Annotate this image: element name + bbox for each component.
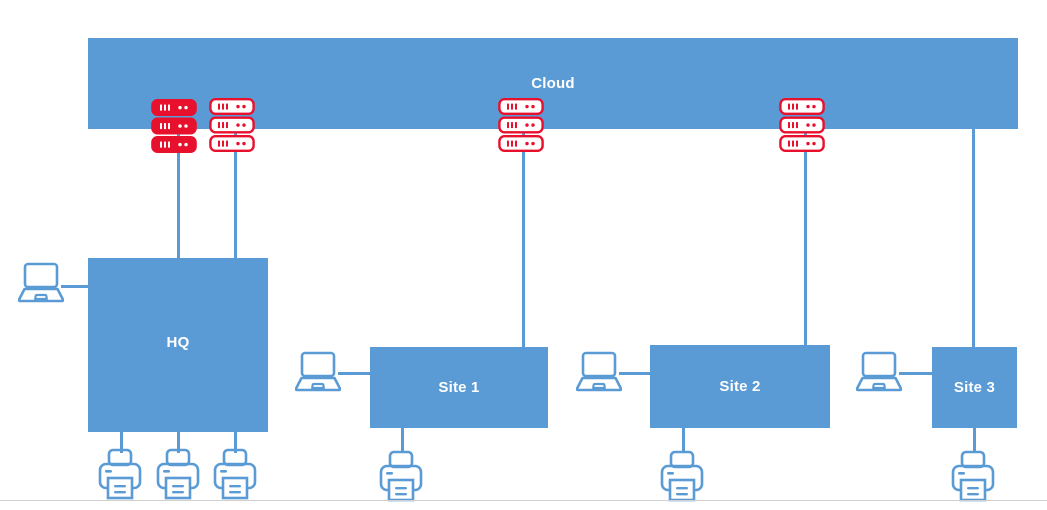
node-label-site3: Site 3 (953, 379, 996, 396)
printer-icon[interactable] (97, 448, 143, 500)
bottom-divider (0, 500, 1047, 501)
laptop-icon[interactable] (18, 261, 64, 303)
node-hq[interactable]: HQ (88, 258, 268, 432)
link-hq-printer-3 (234, 431, 237, 453)
link-hq-printer-1 (120, 431, 123, 453)
link-cloud-site1 (522, 129, 525, 348)
laptop-icon[interactable] (295, 350, 341, 392)
server-stack-outlined[interactable] (498, 98, 544, 153)
node-label-site1: Site 1 (438, 379, 480, 396)
printer-icon[interactable] (659, 450, 705, 502)
link-hq-printer-2 (177, 431, 180, 453)
server-stack-outlined[interactable] (779, 98, 825, 153)
server-stack-outlined[interactable] (209, 98, 255, 153)
printer-icon[interactable] (950, 450, 996, 502)
laptop-icon[interactable] (576, 350, 622, 392)
link-hq-server-secondary (234, 129, 237, 259)
link-hq-server-primary (177, 129, 180, 259)
server-stack-filled[interactable] (151, 99, 197, 154)
node-site2[interactable]: Site 2 (650, 345, 830, 428)
link-laptop-site3 (899, 372, 934, 375)
link-site2-printer (682, 427, 685, 451)
link-site1-printer (401, 427, 404, 451)
link-laptop-hq (61, 285, 91, 288)
node-site1[interactable]: Site 1 (370, 347, 548, 428)
printer-icon[interactable] (155, 448, 201, 500)
link-laptop-site1 (338, 372, 372, 375)
laptop-icon[interactable] (856, 350, 902, 392)
printer-icon[interactable] (212, 448, 258, 500)
link-cloud-site3 (972, 129, 975, 348)
printer-icon[interactable] (378, 450, 424, 502)
node-label-cloud: Cloud (531, 75, 575, 92)
link-site3-printer (973, 427, 976, 451)
node-label-site2: Site 2 (719, 378, 761, 395)
link-laptop-site2 (619, 372, 653, 375)
node-label-hq: HQ (166, 333, 190, 351)
link-cloud-site2 (804, 129, 807, 346)
node-site3[interactable]: Site 3 (932, 347, 1017, 428)
